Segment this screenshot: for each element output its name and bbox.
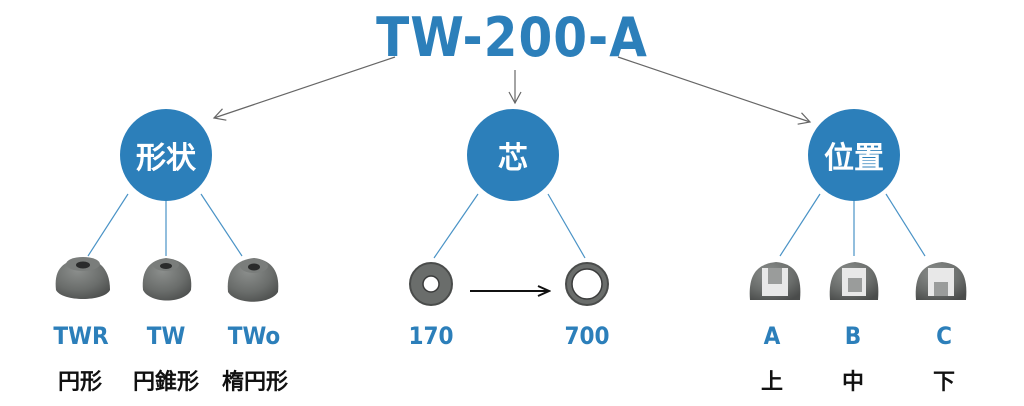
shape-code-tw: TW bbox=[146, 322, 186, 350]
shape-code-twr: TWR bbox=[53, 322, 109, 350]
shape-name-oval: 楕円形 bbox=[221, 370, 288, 395]
arrow-to-position bbox=[617, 56, 812, 125]
core-code-170: 170 bbox=[408, 322, 454, 350]
shape-name-conical: 円錐形 bbox=[132, 370, 199, 395]
category-core: 芯 bbox=[467, 109, 559, 201]
product-title: TW-200-A bbox=[376, 6, 648, 69]
tip-image-two bbox=[227, 258, 279, 302]
tip-image-tw bbox=[142, 258, 192, 301]
position-image-c bbox=[915, 262, 967, 300]
category-position: 位置 bbox=[808, 109, 900, 201]
shape-code-two: TWo bbox=[227, 322, 281, 350]
position-image-b bbox=[829, 262, 879, 300]
position-code-b: B bbox=[844, 322, 862, 350]
category-shape: 形状 bbox=[120, 109, 212, 201]
position-name-middle: 中 bbox=[841, 370, 864, 395]
connector-lines bbox=[87, 193, 926, 259]
tip-image-twr bbox=[55, 257, 110, 299]
position-image-a bbox=[749, 262, 801, 300]
position-code-c: C bbox=[936, 322, 952, 350]
position-name-top: 上 bbox=[760, 370, 783, 395]
core-image-700 bbox=[565, 262, 609, 306]
core-image-170 bbox=[409, 262, 453, 306]
position-code-a: A bbox=[763, 322, 781, 350]
arrow-to-shape bbox=[212, 56, 396, 121]
shape-name-round: 円形 bbox=[57, 370, 102, 395]
position-name-bottom: 下 bbox=[932, 370, 955, 395]
core-code-700: 700 bbox=[564, 322, 610, 350]
